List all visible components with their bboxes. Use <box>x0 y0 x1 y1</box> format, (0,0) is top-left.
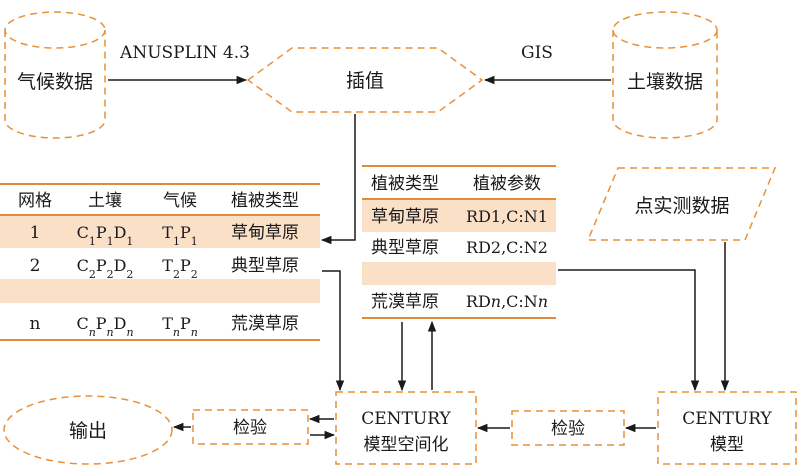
grid-header-grid: 网格 <box>18 191 52 211</box>
validation-right-node: 检验 <box>511 410 625 446</box>
century-model-node: CENTURY 模型 <box>657 391 797 465</box>
spatialization-line2: 模型空间化 <box>364 435 449 455</box>
veg-cell-type: 典型草原 <box>371 238 439 258</box>
grid-header-climate: 气候 <box>163 191 197 211</box>
veg-cell-param: RD2,C:N2 <box>466 238 548 257</box>
grid-header-veg: 植被类型 <box>231 191 299 211</box>
veg-row-blank-highlight <box>362 262 556 285</box>
veg-row-1-highlight <box>362 200 556 232</box>
grid-cell-soil: CnPnDn <box>76 314 133 339</box>
veg-header-type: 植被类型 <box>371 174 439 194</box>
measured-data-label: 点实测数据 <box>634 195 729 217</box>
arrow-grid-to-spatial <box>322 270 345 392</box>
veg-cell-type: 草甸草原 <box>371 207 439 227</box>
soil-data-cylinder: 土壤数据 <box>612 11 718 139</box>
spatialization-node: CENTURY 模型空间化 <box>335 391 477 465</box>
grid-cell-id: 1 <box>30 223 41 243</box>
spatialization-line1: CENTURY <box>361 409 451 429</box>
grid-cell-climate: TnPn <box>162 314 198 339</box>
output-label: 输出 <box>69 420 107 442</box>
grid-cell-id: 2 <box>30 256 41 276</box>
century-model-line2: 模型 <box>710 435 744 455</box>
grid-cell-climate: T1P1 <box>162 223 197 248</box>
interpolation-node: 插值 <box>246 47 484 113</box>
veg-table: 植被类型 植被参数 草甸草原 RD1,C:N1 典型草原 RD2,C:N2 荒漠草原 RD… <box>362 165 556 319</box>
grid-cell-veg: 荒漠草原 <box>231 314 299 334</box>
veg-cell-param: RD1,C:N1 <box>466 207 548 226</box>
grid-cell-veg: 典型草原 <box>231 256 299 276</box>
veg-cell-param: RDn,C:Nn <box>466 292 548 311</box>
soil-data-label: 土壤数据 <box>627 71 703 93</box>
grid-cell-id: n <box>30 314 41 334</box>
grid-table: 网格 土壤 气候 植被类型 1 C1P1D1 T1P1 草甸草原 2 C2P2D2 T2P2… <box>0 183 320 341</box>
grid-cell-soil: C1P1D1 <box>77 223 134 248</box>
century-model-line1: CENTURY <box>682 409 772 429</box>
grid-table-rows: 1 C1P1D1 T1P1 草甸草原 2 C2P2D2 T2P2 典型草原 n CnPnDn TnP… <box>30 223 299 339</box>
climate-data-cylinder: 气候数据 <box>4 11 106 139</box>
grid-row-1-highlight <box>0 216 320 248</box>
veg-table-rows: 草甸草原 RD1,C:N1 典型草原 RD2,C:N2 荒漠草原 RDn,C:Nn <box>371 207 548 312</box>
grid-header-soil: 土壤 <box>88 190 122 211</box>
grid-row-blank-highlight <box>0 279 320 303</box>
veg-cell-type: 荒漠草原 <box>371 292 439 312</box>
anusplin-label: ANUSPLIN 4.3 <box>119 43 250 63</box>
validation-left-label: 检验 <box>233 418 267 438</box>
validation-left-node: 检验 <box>192 409 309 445</box>
grid-cell-soil: C2P2D2 <box>77 256 134 281</box>
arrow-interp-to-grid-table <box>320 114 356 245</box>
veg-header-param: 植被参数 <box>473 174 541 194</box>
measured-data-node: 点实测数据 <box>586 167 777 241</box>
interpolation-label: 插值 <box>346 70 384 92</box>
gis-label: GIS <box>521 43 553 63</box>
grid-cell-veg: 草甸草原 <box>231 223 299 243</box>
arrow-veg-to-century <box>558 269 700 392</box>
validation-right-label: 检验 <box>551 419 585 439</box>
climate-data-label: 气候数据 <box>17 71 93 93</box>
grid-cell-climate: T2P2 <box>162 256 197 281</box>
output-node: 输出 <box>3 395 173 465</box>
